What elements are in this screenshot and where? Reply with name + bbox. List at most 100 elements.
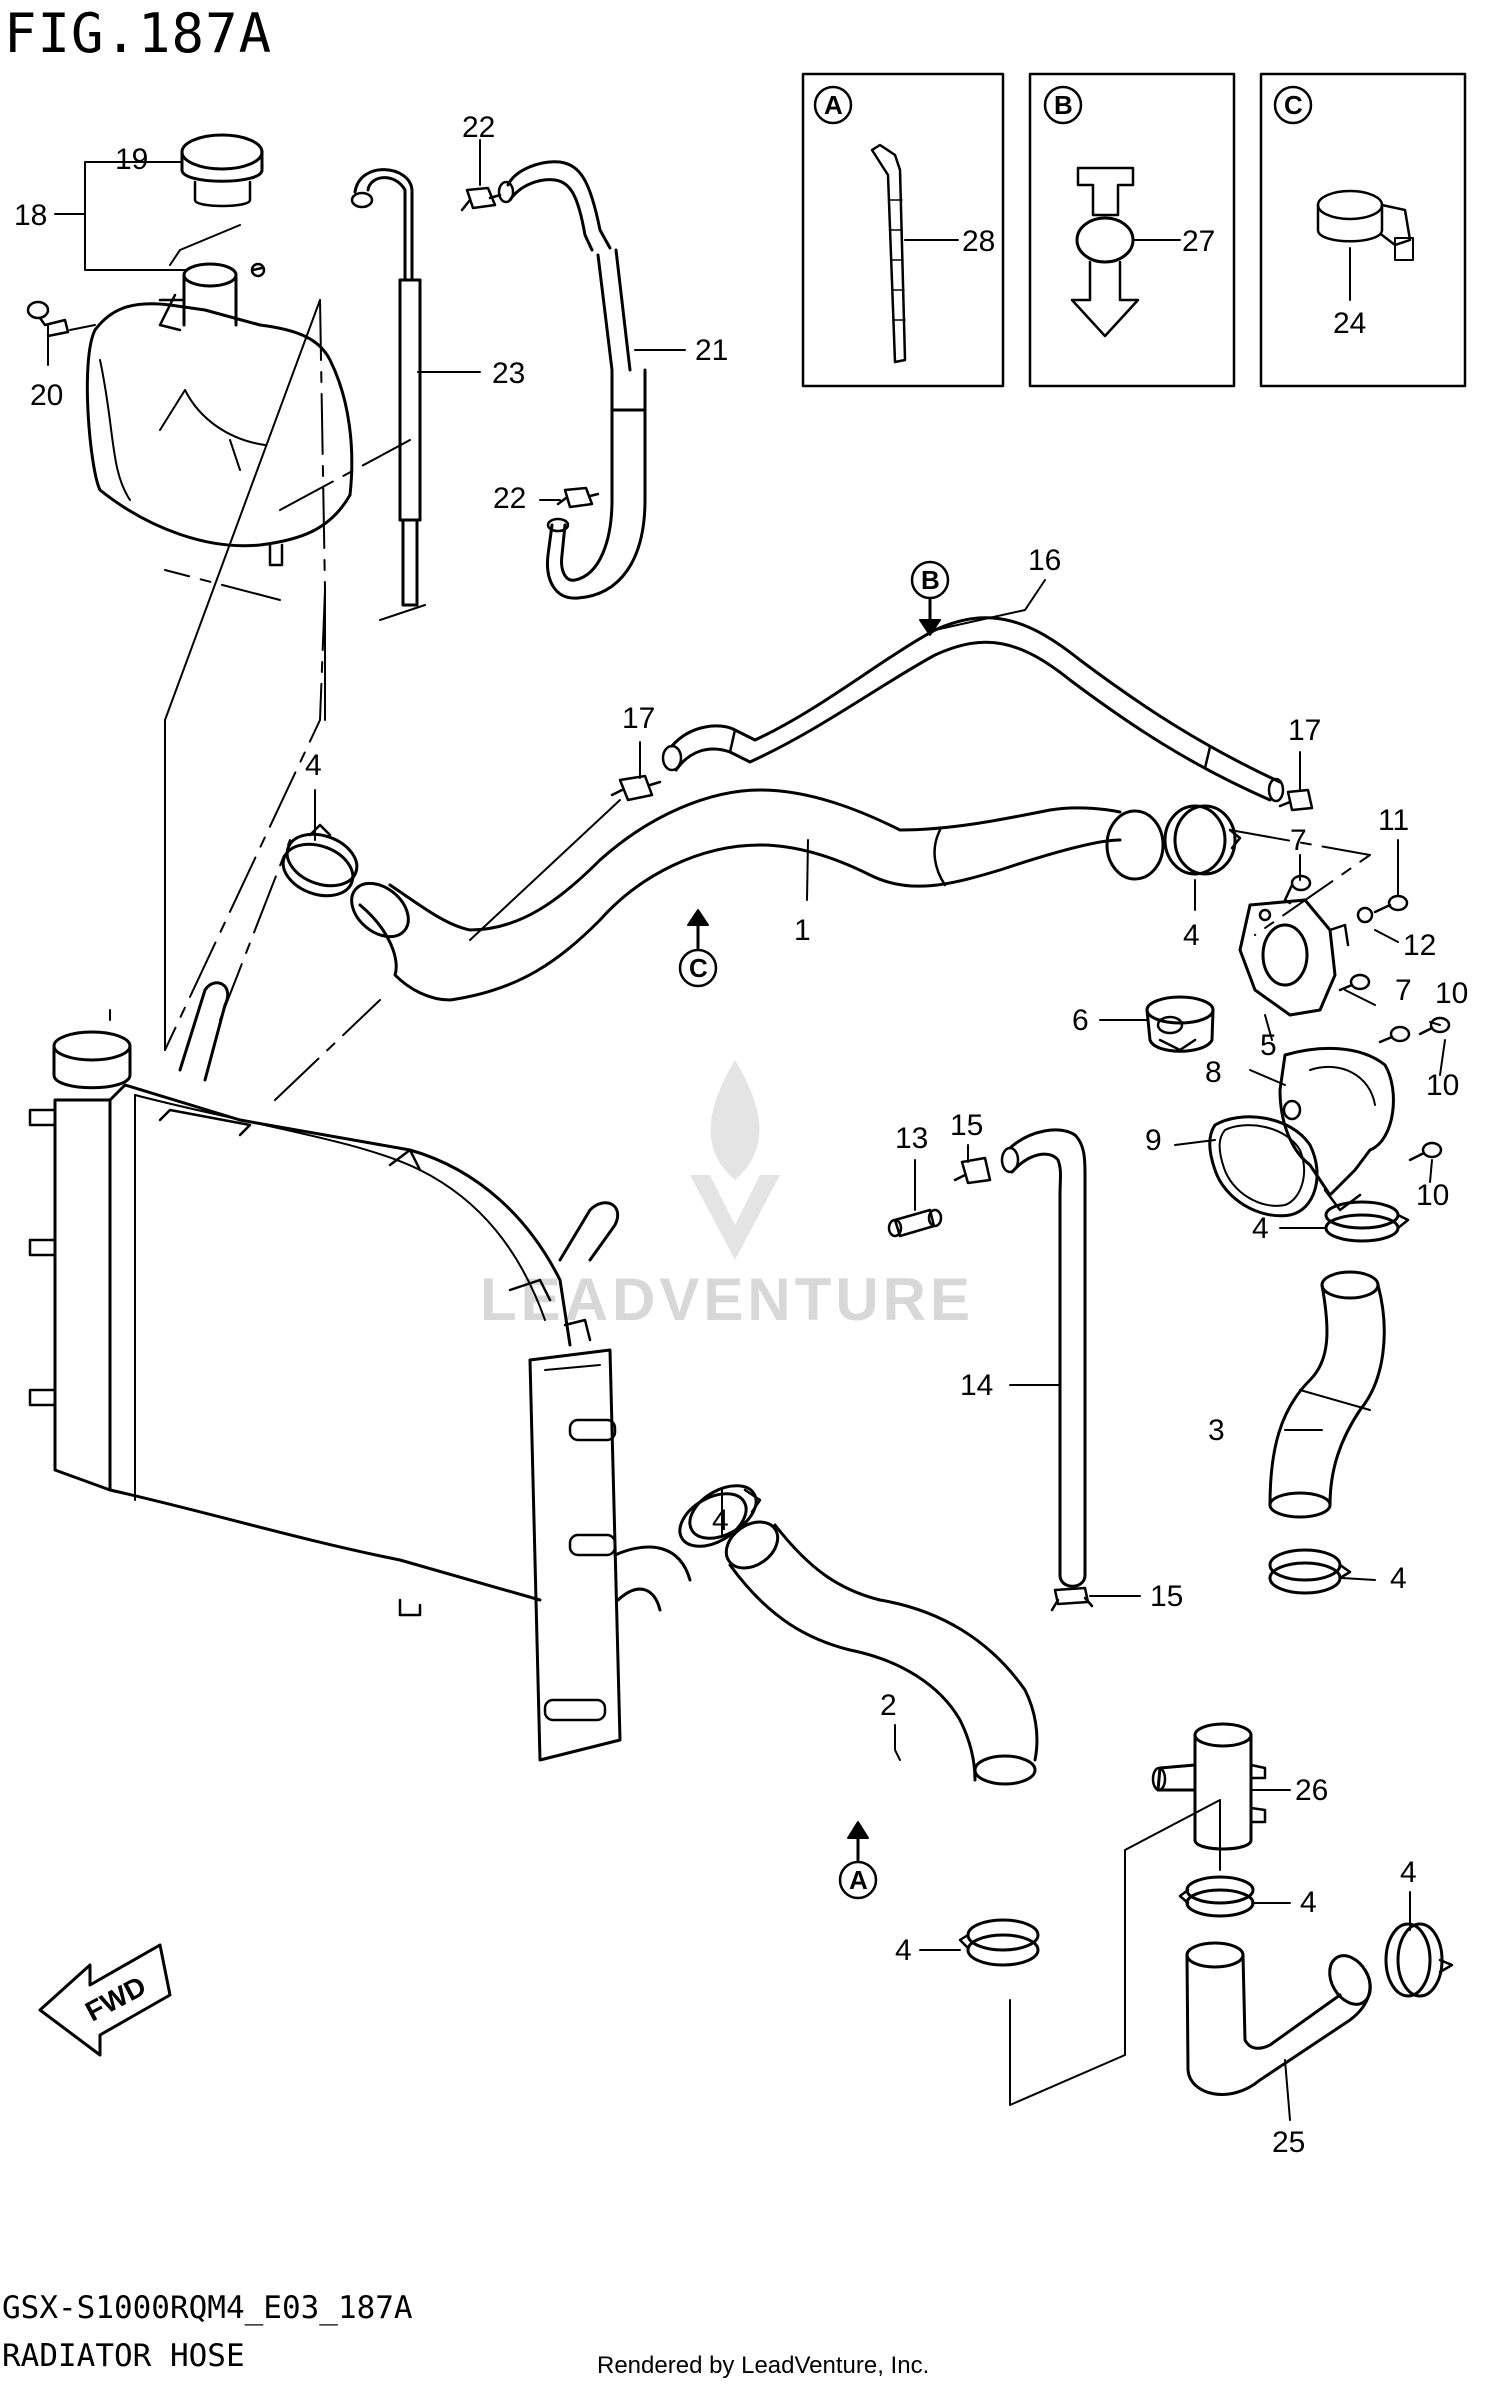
callout-7-top: 7 [1290, 824, 1307, 857]
figure-title: FIG.187A [4, 2, 273, 65]
callout-15-top: 15 [950, 1109, 983, 1142]
callout-8: 8 [1205, 1056, 1222, 1089]
thermostat [1145, 995, 1215, 1053]
clamp-4-right-top [1163, 804, 1242, 876]
hose-3 [1268, 1270, 1386, 1519]
thermostat-cover [1278, 1047, 1395, 1212]
callout-22-top: 22 [462, 111, 495, 144]
clamp-4-left-top [281, 823, 359, 898]
hose-21 [497, 160, 647, 600]
clip-22-upper [460, 186, 502, 212]
callout-13: 13 [895, 1122, 928, 1155]
clip-17-left [610, 774, 662, 802]
callout-4-lower-right-b: 4 [1400, 1856, 1417, 1889]
section-name: RADIATOR HOSE [2, 2338, 245, 2374]
detail-box-a-letter: A [824, 90, 843, 120]
leadventure-watermark: LEADVENTURE [480, 1060, 974, 1333]
cable-tie-icon [870, 143, 907, 364]
svg-text:A: A [849, 1865, 868, 1895]
fwd-arrow-icon: FWD [38, 1943, 172, 2057]
marker-b: B [910, 560, 950, 636]
detail-box-a: A 28 [801, 72, 1005, 388]
callout-18: 18 [14, 199, 47, 232]
callout-19: 19 [115, 143, 148, 176]
hose-25 [1185, 1941, 1372, 2096]
clamp-4-right-low [1268, 1548, 1352, 1595]
marker-a: A [838, 1821, 878, 1900]
callout-24: 24 [1333, 307, 1366, 340]
nipple-13 [887, 1208, 943, 1238]
callout-25: 25 [1272, 2126, 1305, 2159]
callout-7-mid: 7 [1395, 974, 1412, 1007]
radiator [28, 981, 692, 1762]
callout-5: 5 [1260, 1029, 1277, 1062]
detail-box-b-letter: B [1054, 90, 1073, 120]
callout-21: 21 [695, 334, 728, 367]
thermostat-housing [1238, 898, 1350, 1017]
pipe-26 [1151, 1722, 1267, 1851]
hose-16 [661, 616, 1285, 803]
bolt-20 [26, 300, 96, 338]
clamp-4-lower-right-a [1178, 1875, 1255, 1918]
callout-22-bottom: 22 [493, 482, 526, 515]
callout-9: 9 [1145, 1124, 1162, 1157]
reservoir-cap [180, 133, 264, 208]
hose-14 [1000, 1128, 1087, 1588]
bolts-small [1283, 874, 1451, 1162]
callout-26: 26 [1295, 1774, 1328, 1807]
hose-1 [350, 788, 1165, 1002]
callout-10-b: 10 [1426, 1069, 1459, 1102]
hose-23 [350, 168, 422, 607]
clip-15-upper [953, 1156, 992, 1185]
model-code: GSX-S1000RQM4_E03_187A [2, 2290, 413, 2326]
clamp-4-lower-right-b [1384, 1922, 1454, 1998]
clamp-icon [1316, 189, 1384, 221]
callout-20: 20 [30, 379, 63, 412]
callout-1: 1 [794, 914, 811, 947]
hose-protector-icon [1076, 166, 1135, 217]
callout-16: 16 [1028, 544, 1061, 577]
clip-17-right [1278, 788, 1314, 812]
detail-box-c-letter: C [1284, 90, 1303, 120]
callout-4-lower-center: 4 [895, 1934, 912, 1967]
detail-box-b: B 27 [1028, 72, 1236, 388]
clip-15-lower [1050, 1586, 1094, 1612]
callout-28: 28 [962, 225, 995, 258]
detail-box-c: C 24 [1259, 72, 1467, 388]
rendered-by-credit: Rendered by LeadVenture, Inc. [597, 2352, 930, 2379]
svg-text:B: B [921, 565, 940, 595]
callout-6: 6 [1072, 1004, 1089, 1037]
clamp-4-lower-left [678, 1484, 762, 1548]
callout-10-c: 10 [1416, 1179, 1449, 1212]
o-ring [1208, 1115, 1319, 1218]
clip-22-lower [556, 486, 600, 509]
callout-4-lower-right-a: 4 [1300, 1886, 1317, 1919]
callout-14: 14 [960, 1369, 993, 1402]
callout-11: 11 [1378, 804, 1409, 837]
callout-4-top-left: 4 [305, 749, 322, 782]
clamp-4-lower-center [958, 1918, 1040, 1967]
watermark-text: LEADVENTURE [480, 1266, 974, 1333]
reservoir-tank [85, 262, 354, 567]
leader-lines-solid [109, 224, 1221, 2106]
callout-27: 27 [1182, 225, 1215, 258]
callout-3: 3 [1208, 1414, 1225, 1447]
hose-2 [724, 1520, 1039, 1786]
svg-text:C: C [689, 953, 708, 983]
arrow-down-icon [1070, 260, 1140, 338]
callout-2: 2 [880, 1689, 897, 1722]
callout-4-lower-left: 4 [712, 1504, 729, 1537]
callout-labels: 19 18 20 22 22 2 3 21 4 16 17 17 1 7 11 1… [14, 111, 1468, 2159]
callout-17-left: 17 [622, 702, 655, 735]
callout-leaders [47, 139, 1446, 2121]
callout-10-a: 10 [1435, 977, 1468, 1010]
callout-4-right-low: 4 [1390, 1562, 1407, 1595]
marker-c: C [678, 909, 718, 988]
callout-4-top-right: 4 [1183, 919, 1200, 952]
callout-12: 12 [1403, 929, 1436, 962]
leader-lines-dashed [164, 299, 1371, 1101]
callout-17-right: 17 [1288, 714, 1321, 747]
callout-4-right-mid: 4 [1252, 1212, 1269, 1245]
callout-15-bottom: 15 [1150, 1580, 1183, 1613]
